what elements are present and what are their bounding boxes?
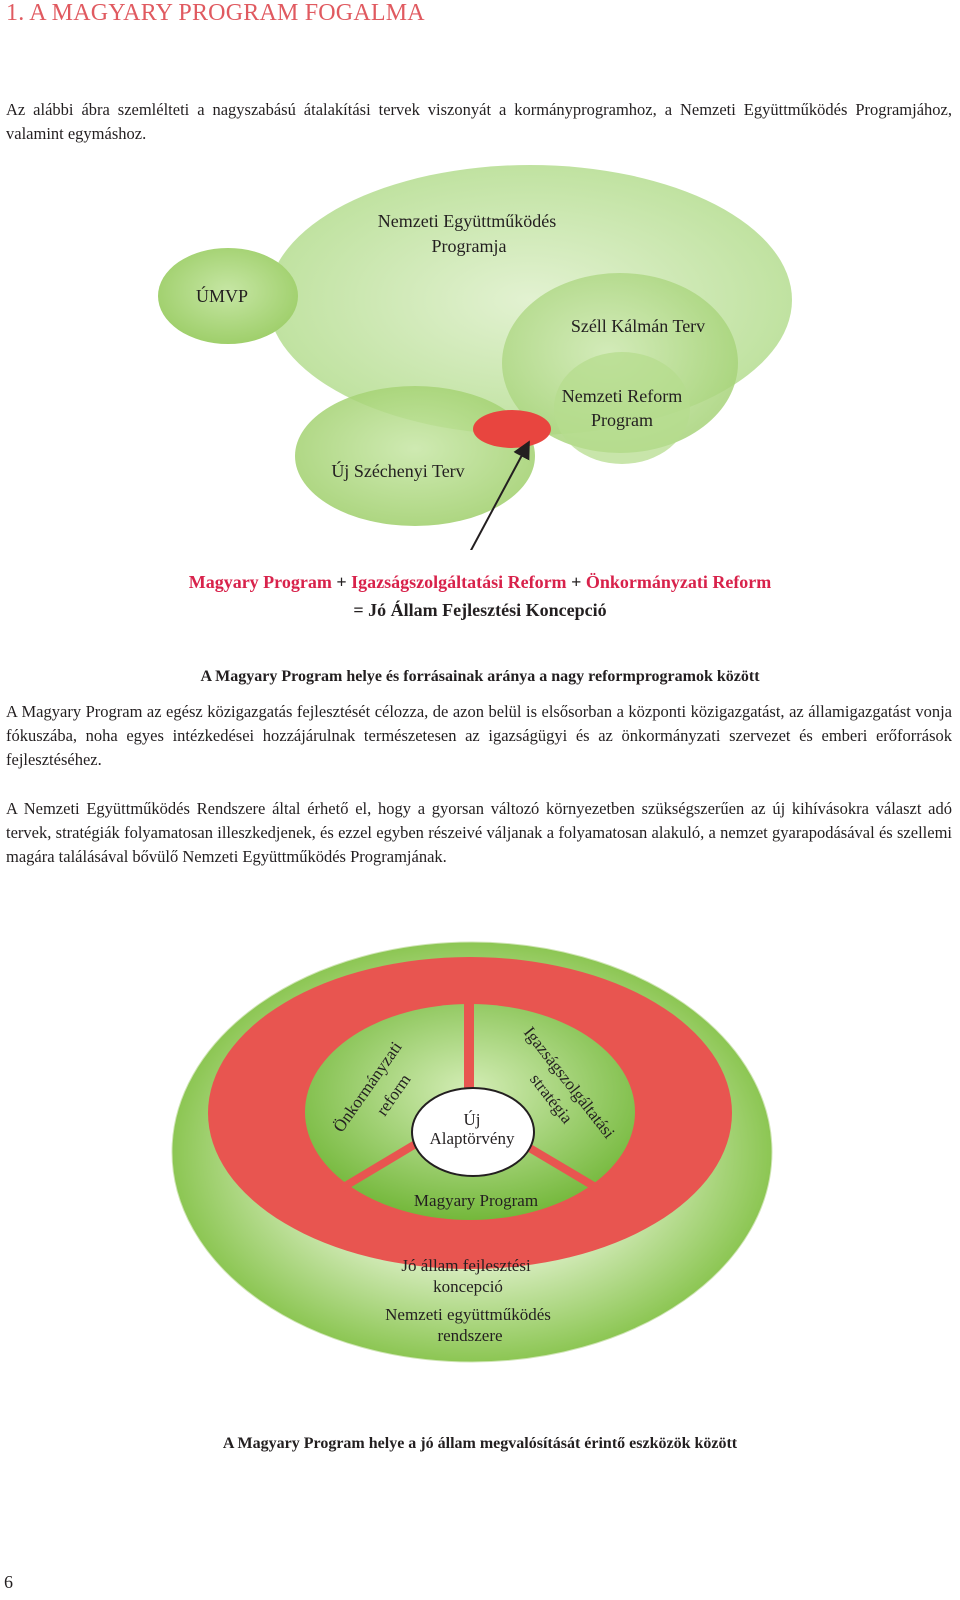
nep-label: Nemzeti Együttműködés [378,211,556,231]
figure2-caption: A Magyary Program helye a jó állam megva… [222,1435,738,1452]
formula-result: = Jó Állam Fejlesztési Koncepció [353,600,607,620]
nrp-ellipse [554,352,690,464]
ujszech-label: Új Széchenyi Terv [331,460,464,481]
good-state-tools-diagram: Önkormányzati reform Igazságszolgáltatás… [171,941,773,1363]
nrp-label-2: Program [591,410,653,430]
ner-label: Nemzeti együttműködés [385,1305,551,1324]
formula-onkormanyzat: Önkormányzati Reform [585,572,772,592]
body-paragraph-1: A Magyary Program az egész közigazgatás … [6,702,952,769]
magyary-program-label: Magyary Program [414,1191,538,1210]
umvp-ellipse [158,248,298,344]
ner-label-2: rendszere [437,1326,502,1345]
magyary-bubble [473,410,551,448]
pointer-arrow [470,440,530,550]
section-heading: 1. A MAGYARY PROGRAM FOGALMA [6,0,425,26]
nrp-label: Nemzeti Reform [562,386,682,406]
intro-paragraph: Az alábbi ábra szemlélteti a nagyszabású… [6,100,952,143]
alaptorveny-oval [411,1087,535,1177]
formula-plus-2: + [566,572,586,592]
nep-label-2: Programja [432,236,507,256]
page-number: 6 [4,1572,13,1592]
formula-plus-1: + [331,572,352,592]
alaptorveny-label: Alaptörvény [430,1129,515,1148]
body-paragraph-2: A Nemzeti Együttműködés Rendszere által … [6,799,952,866]
jo-allam-label: Jó állam fejlesztési [401,1256,531,1275]
figure1-caption: A Magyary Program helye és forrásainak a… [200,668,760,685]
ujszech-ellipse [295,386,535,526]
umvp-label: ÚMVP [196,285,248,306]
uj-label: Új [464,1110,481,1129]
formula-magyary: Magyary Program [188,572,332,592]
formula-line: Magyary Program + Igazságszolgáltatási R… [0,572,960,593]
jo-allam-label-2: koncepció [433,1277,503,1296]
reform-programs-diagram: Nemzeti Együttműködés Programja ÚMVP Szé… [158,165,792,550]
szell-label: Széll Kálmán Terv [571,316,705,336]
formula-igazsag: Igazságszolgáltatási Reform [351,572,567,592]
